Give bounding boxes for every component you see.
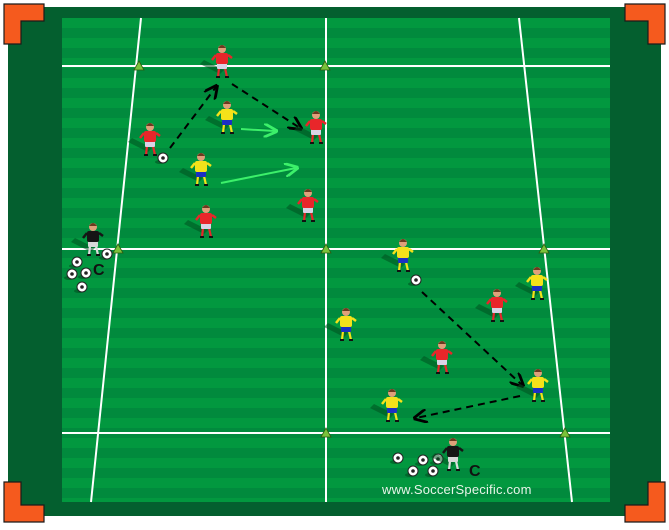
- coach-label: C: [93, 262, 105, 279]
- ball-icon: [390, 452, 404, 464]
- corner-markers: [3, 3, 666, 523]
- cone-icon: [112, 243, 124, 254]
- player-yellow: [179, 153, 212, 186]
- ball-icon: [74, 281, 88, 293]
- pitch: [62, 18, 610, 502]
- run-arrow: [240, 129, 275, 131]
- players: [71, 45, 549, 471]
- ball-icon: [425, 465, 439, 477]
- player-red: [184, 205, 217, 238]
- field-lines: [62, 17, 610, 503]
- player-red: [200, 45, 233, 78]
- cones: [112, 60, 571, 438]
- coach-figure: [431, 438, 464, 471]
- watermark-text: www.SoccerSpecific.com: [382, 482, 532, 497]
- pass-arrow: [231, 83, 300, 128]
- ball-icon: [69, 256, 83, 268]
- ball-icon: [405, 465, 419, 477]
- cone-icon: [319, 60, 331, 71]
- player-yellow: [516, 369, 549, 402]
- cone-icon: [133, 60, 145, 71]
- player-red: [475, 289, 508, 322]
- ball-icon: [155, 152, 169, 164]
- player-yellow: [324, 308, 357, 341]
- ball-icon: [415, 454, 429, 466]
- coach-figure: [71, 223, 104, 256]
- cone-icon: [320, 427, 332, 438]
- player-red: [294, 111, 327, 144]
- run-arrow: [220, 168, 296, 184]
- movement-arrows: [169, 83, 522, 418]
- cone-icon: [320, 243, 332, 254]
- ball-icon: [64, 268, 78, 280]
- cone-icon: [559, 427, 571, 438]
- corner-marker-top-right: [624, 3, 666, 45]
- cone-icon: [538, 243, 550, 254]
- player-red: [420, 341, 453, 374]
- player-red: [286, 189, 319, 222]
- vertical-line: [518, 17, 573, 503]
- player-yellow: [515, 267, 548, 300]
- player-yellow: [370, 389, 403, 422]
- pass-arrow: [421, 291, 522, 385]
- vertical-line: [90, 17, 142, 503]
- pitch-surface: [62, 18, 610, 502]
- pass-arrow: [416, 395, 521, 418]
- pass-arrow: [169, 87, 216, 149]
- corner-marker-top-left: [3, 3, 45, 45]
- balls: [64, 152, 444, 477]
- player-yellow: [381, 239, 414, 272]
- player-yellow: [205, 101, 238, 134]
- ball-icon: [78, 267, 92, 279]
- coach-label: C: [469, 463, 481, 480]
- player-red: [128, 123, 161, 156]
- ball-icon: [408, 274, 422, 286]
- corner-marker-bottom-left: [3, 481, 45, 523]
- ball-icon: [99, 248, 113, 260]
- corner-marker-bottom-right: [624, 481, 666, 523]
